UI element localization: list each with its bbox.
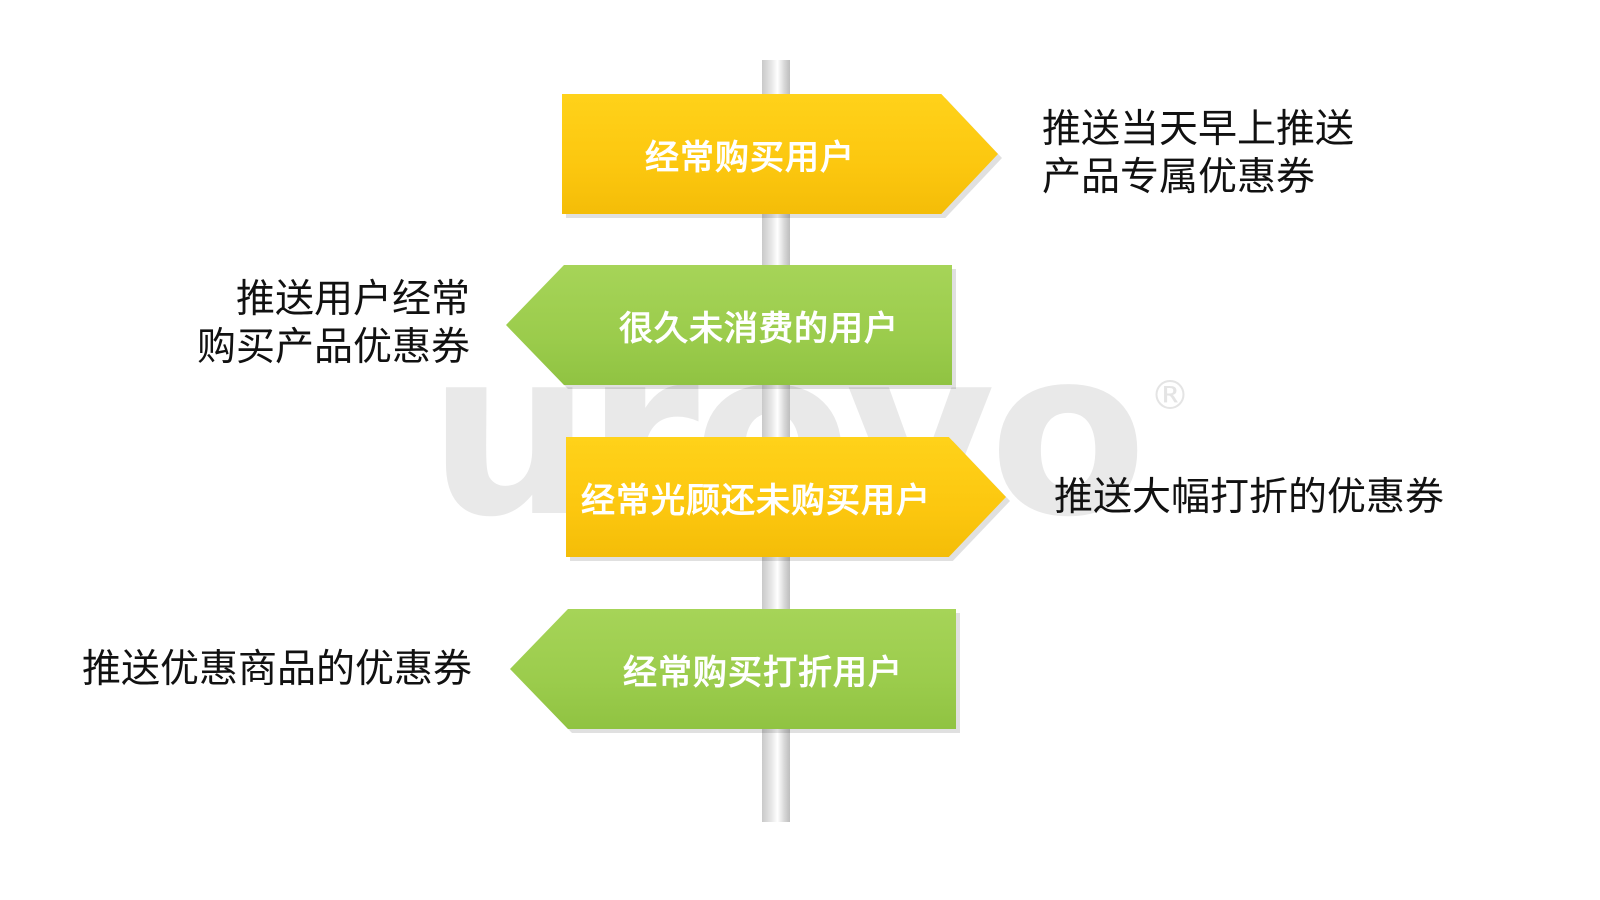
note-line: 购买产品优惠券	[196, 325, 470, 370]
sign-label: 经常购买用户	[645, 137, 855, 178]
note-line: 推送大幅打折的优惠券	[1054, 475, 1445, 520]
note-discount-buyers: 推送优惠商品的优惠券	[82, 646, 472, 694]
note-line: 推送当天早上推送	[1042, 107, 1355, 152]
sign-lapsed-users: 很久未消费的用户	[506, 265, 952, 385]
sign-label: 很久未消费的用户	[619, 308, 899, 349]
note-line: 产品专属优惠券	[1042, 155, 1316, 200]
note-frequent-buyers: 推送当天早上推送 产品专属优惠券	[1042, 106, 1354, 202]
note-browsers-not-buying: 推送大幅打折的优惠券	[1054, 474, 1444, 522]
sign-discount-buyers: 经常购买打折用户	[510, 609, 956, 729]
sign-frequent-buyers: 经常购买用户	[562, 94, 998, 214]
sign-label: 经常购买打折用户	[623, 652, 903, 693]
registered-mark-icon: ®	[1150, 373, 1190, 419]
note-line: 推送优惠商品的优惠券	[81, 647, 472, 692]
sign-label: 经常光顾还未购买用户	[581, 480, 931, 521]
note-lapsed-users: 推送用户经常 购买产品优惠券	[197, 276, 470, 372]
sign-browsers-not-buying: 经常光顾还未购买用户	[566, 437, 1006, 557]
note-line: 推送用户经常	[235, 277, 470, 322]
